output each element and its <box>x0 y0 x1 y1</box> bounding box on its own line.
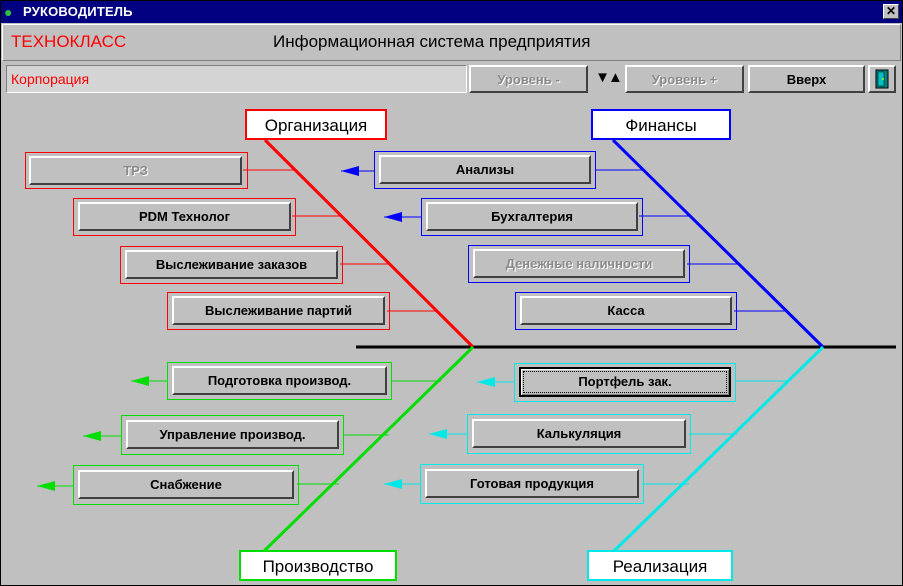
organization-bone <box>263 138 475 349</box>
header-panel: ТЕХНОКЛАСС Информационная система предпр… <box>2 24 901 61</box>
fin-item-analysis[interactable]: Анализы <box>379 155 591 184</box>
frame-org-batches <box>167 292 390 330</box>
org-item-batch-tracking[interactable]: Выслеживание партий <box>172 296 385 325</box>
exit-button[interactable] <box>868 65 896 93</box>
system-title: Информационная система предприятия <box>273 32 591 51</box>
sales-item-finished-goods[interactable]: Готовая продукция <box>425 469 639 498</box>
frame-fin-cash <box>468 245 690 283</box>
level-down-button[interactable]: Уровень - <box>469 65 588 93</box>
category-finance[interactable]: Финансы <box>591 109 731 140</box>
frame-fin-accounting <box>421 198 643 236</box>
window-title: РУКОВОДИТЕЛЬ <box>23 4 133 19</box>
fin-item-cash-register[interactable]: Касса <box>520 296 732 325</box>
fin-item-cash-on-hand[interactable]: Денежные наличности <box>473 249 685 278</box>
org-item-pdm[interactable]: PDM Технолог <box>78 202 291 231</box>
sales-bone <box>611 345 825 554</box>
frame-fin-register <box>515 292 737 330</box>
sales-item-order-portfolio[interactable]: Портфель зак. <box>519 367 731 397</box>
prod-item-management[interactable]: Управление производ. <box>126 420 339 449</box>
frame-sales-calc <box>467 414 691 454</box>
door-exit-icon <box>875 69 889 89</box>
breadcrumb-label: Корпорация <box>11 71 90 87</box>
frame-org-pdm <box>73 198 296 236</box>
toolbar: Корпорация Уровень - ▼▲ Уровень + Вверх <box>2 62 901 95</box>
level-up-button[interactable]: Уровень + <box>625 65 744 93</box>
org-item-trz[interactable]: ТРЗ <box>29 156 242 185</box>
org-item-order-tracking[interactable]: Выслеживание заказов <box>125 250 338 279</box>
finance-bone <box>611 138 825 349</box>
category-production[interactable]: Производство <box>239 550 397 581</box>
fin-item-accounting[interactable]: Бухгалтерия <box>426 202 638 231</box>
frame-sales-finished <box>420 464 644 504</box>
frame-prod-prep <box>167 362 392 400</box>
prod-item-preparation[interactable]: Подготовка производ. <box>172 366 387 395</box>
up-down-arrows-icon[interactable]: ▼▲ <box>595 69 623 86</box>
globe-icon: ● <box>4 4 13 20</box>
title-bar: ● РУКОВОДИТЕЛЬ ✕ <box>1 1 902 23</box>
close-button[interactable]: ✕ <box>883 4 899 19</box>
breadcrumb: Корпорация <box>6 65 467 93</box>
prod-item-supply[interactable]: Снабжение <box>78 470 294 499</box>
category-organization[interactable]: Организация <box>245 109 387 140</box>
frame-prod-mgmt <box>121 415 344 455</box>
brand-label: ТЕХНОКЛАСС <box>11 32 127 51</box>
frame-org-trz <box>25 152 248 189</box>
sales-item-costing[interactable]: Калькуляция <box>472 419 686 448</box>
category-sales[interactable]: Реализация <box>587 550 733 581</box>
frame-fin-analysis <box>374 151 596 189</box>
frame-prod-supply <box>73 465 299 505</box>
frame-sales-portfolio <box>514 363 736 402</box>
frame-org-orders <box>120 246 343 284</box>
top-button[interactable]: Вверх <box>748 65 865 93</box>
